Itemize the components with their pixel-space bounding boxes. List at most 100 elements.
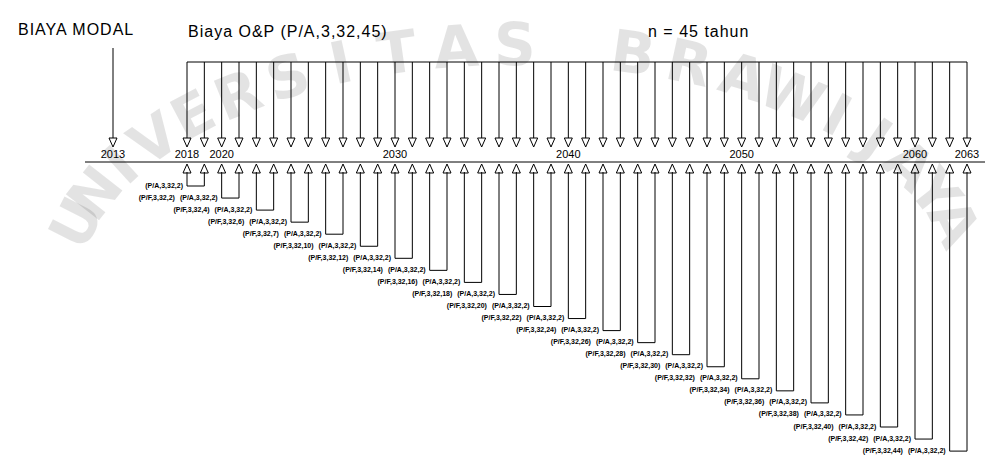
arrow-head [842,138,850,147]
arrow-head [686,138,694,147]
arrow-head [408,164,416,173]
arrow-head [374,138,382,147]
arrow-head [339,138,347,147]
factor-label: (P/F,3,32,14) [343,266,383,273]
benefit-line [776,172,777,391]
arrow-head [443,164,451,173]
arrow-head [356,138,364,147]
arrow-head [252,164,260,173]
benefit-line [204,172,205,186]
arrow-head [530,164,538,173]
benefit-line [724,172,725,367]
factor-label: (P/F,3,32,22) [482,314,522,321]
factor-label: (P/A,3,32,2) [596,338,634,345]
factor-label: (P/A,3,32,2) [873,435,911,442]
benefit-line [187,172,188,186]
factor-label: (P/F,3,32,26) [551,338,591,345]
factor-label: (P/F,3,32,7) [243,230,279,237]
benefit-line [637,172,638,343]
arrow-head [322,164,330,173]
benefit-line [395,172,396,258]
step-line [638,342,655,343]
factor-label: (P/A,3,32,2) [423,278,461,285]
benefit-line [533,172,534,307]
om-cost-arrow [949,62,950,138]
step-line [360,246,377,247]
arrow-head [512,138,520,147]
step-line [326,234,343,235]
factor-label: (P/F,3,32,20) [447,302,487,309]
cost-heading: BIAYA MODAL [18,22,134,38]
step-line [672,354,689,355]
arrow-head [304,164,312,173]
arrow-head [183,164,191,173]
step-line [256,210,273,211]
benefit-line [429,172,430,270]
factor-label: (P/A,3,32,2) [700,374,738,381]
benefit-line [377,172,378,246]
factor-label: (P/F,3,32,42) [828,435,868,442]
benefit-line [343,172,344,234]
step-line [880,427,897,428]
factor-label: (P/A,3,32,2) [804,410,842,417]
year-label: 2020 [209,149,233,160]
arrow-head [755,164,763,173]
year-label: 2030 [383,149,407,160]
om-cost-arrow [585,62,586,138]
factor-label: (P/F,3,32,32) [655,374,695,381]
arrow-head [703,164,711,173]
year-label: 2063 [955,149,979,160]
year-label: 2013 [101,149,125,160]
step-line [915,439,932,440]
year-label: 2040 [556,149,580,160]
factor-label: (P/A,3,32,2) [631,350,669,357]
arrow-head [460,138,468,147]
arrow-head [807,164,815,173]
arrow-head [287,164,295,173]
step-line [395,258,412,259]
arrow-head [720,138,728,147]
step-line [222,198,239,199]
factor-label: (P/A,3,32,2) [353,254,391,261]
factor-label: (P/A,3,32,2) [527,314,565,321]
benefit-line [516,172,517,294]
om-cost-arrow [655,62,656,138]
factor-label: (P/F,3,32,24) [516,326,556,333]
arrow-head [616,164,624,173]
factor-label: (P/A,3,32,2) [180,194,218,201]
benefit-line [759,172,760,379]
arrow-head [270,138,278,147]
benefit-line [793,172,794,391]
watermark-letter: S [259,43,316,111]
benefit-line [672,172,673,355]
factor-label: (P/F,3,32,16) [378,278,418,285]
benefit-line [239,172,240,198]
watermark-letter: A [431,17,480,78]
arrow-head [582,164,590,173]
factor-label: (P/A,3,32,2) [215,206,253,213]
step-line [464,282,481,283]
benefit-line [412,172,413,258]
om-cost-arrow [932,62,933,138]
arrow-head [963,164,971,173]
benefit-line [551,172,552,307]
factor-label: (P/F,3,32,36) [724,398,764,405]
factor-label: (P/A,3,32,2) [145,182,183,189]
benefit-line [811,172,812,403]
benefit-line [897,172,898,427]
factor-label: (P/A,3,32,2) [249,218,287,225]
factor-label: (P/A,3,32,2) [457,290,495,297]
arrow-head [547,138,555,147]
benefit-line [256,172,257,210]
arrow-head [530,138,538,147]
factor-label: (P/F,3,32,2) [139,194,175,201]
step-line [742,378,759,379]
step-line [534,306,551,307]
step-line [291,222,308,223]
factor-label: (P/A,3,32,2) [839,423,877,430]
step-line [430,270,447,271]
om-cost-arrow [481,62,482,138]
om-cost-arrow [967,62,968,138]
factor-label: (P/F,3,32,18) [412,290,452,297]
